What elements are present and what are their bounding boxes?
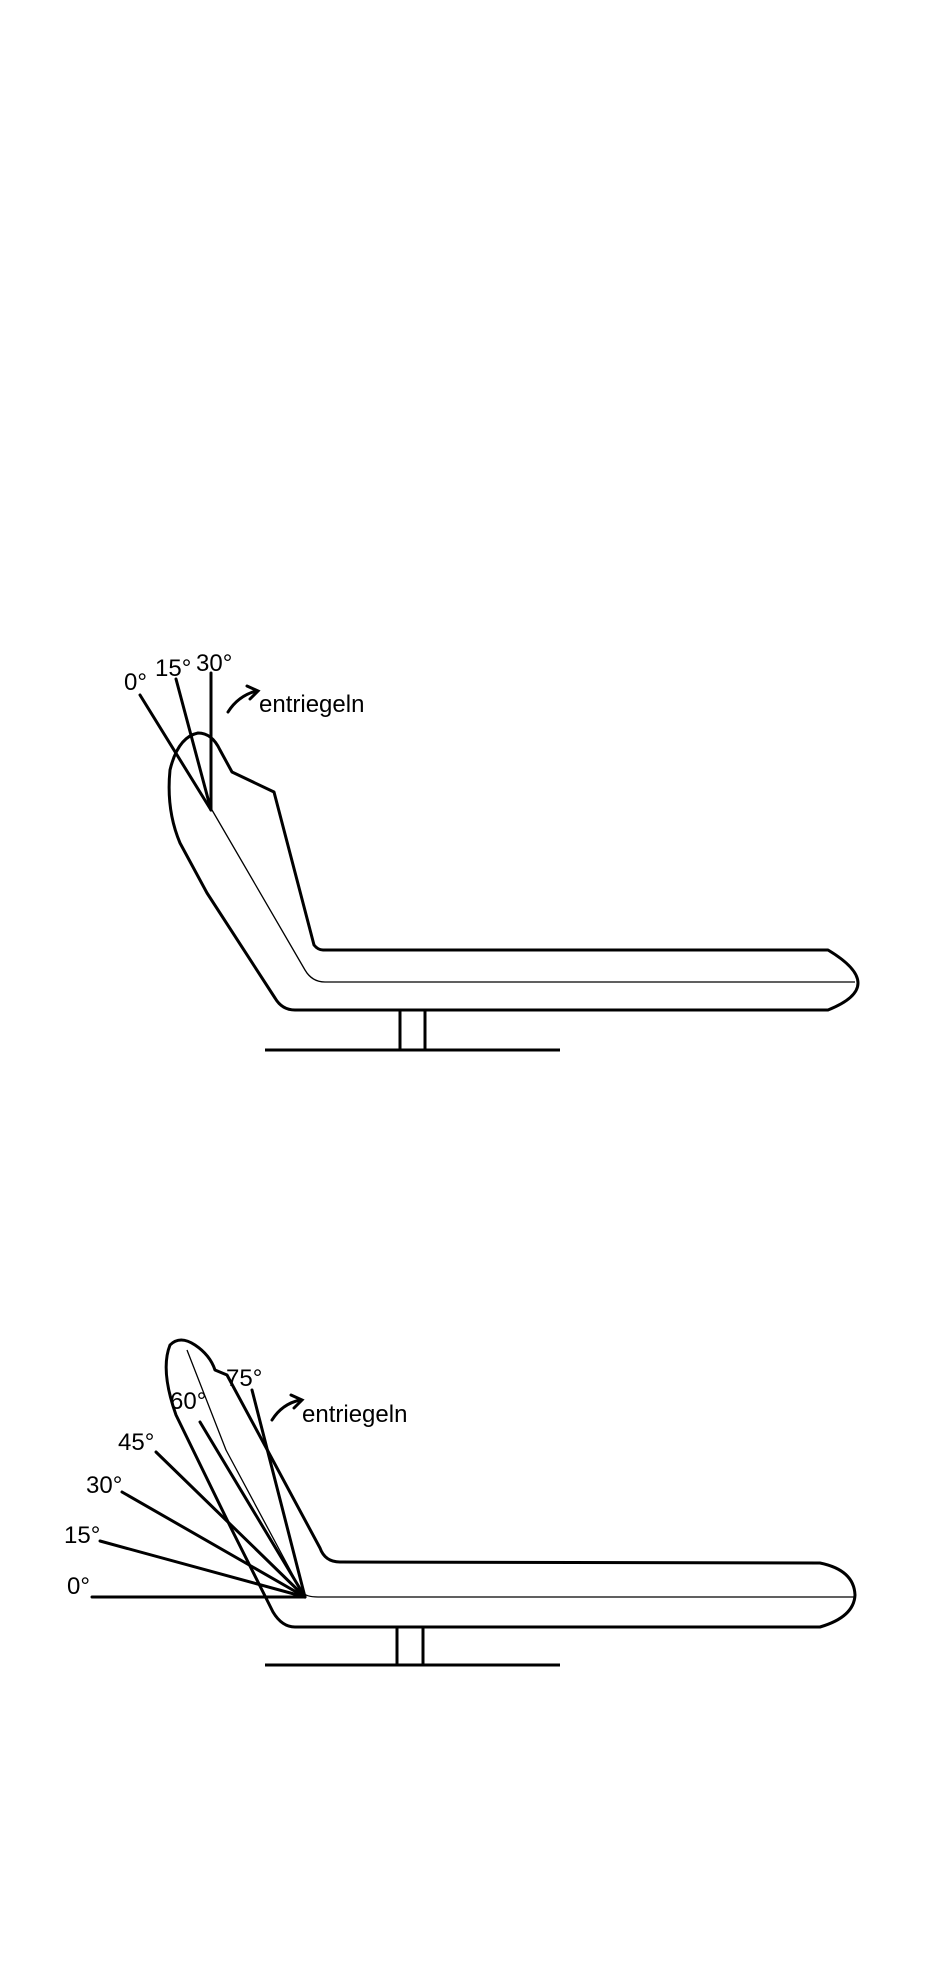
top-unlock-label: entriegeln	[259, 691, 364, 718]
bottom-angle-label-45: 45°	[118, 1429, 154, 1456]
bottom-ray-75	[252, 1390, 305, 1597]
bottom-unlock-label: entriegeln	[302, 1401, 407, 1428]
top-angle-label-30: 30°	[196, 650, 232, 677]
bottom-headrest-outline	[166, 1340, 855, 1627]
bottom-angle-label-15: 15°	[64, 1522, 100, 1549]
bottom-inner-fold-line	[187, 1350, 855, 1597]
top-lounger-diagram: 0° 15° 30° entriegeln	[124, 650, 858, 1050]
bottom-angle-label-75: 75°	[226, 1365, 262, 1392]
bottom-angle-label-0: 0°	[67, 1573, 90, 1600]
bottom-angle-label-60: 60°	[170, 1388, 206, 1415]
bottom-angle-label-30: 30°	[86, 1472, 122, 1499]
top-ray-0	[140, 695, 211, 810]
bottom-lounger-diagram: 0° 15° 30° 45° 60° 75° entriegeln	[64, 1340, 855, 1665]
top-angle-label-15: 15°	[155, 655, 191, 682]
top-angle-label-0: 0°	[124, 669, 147, 696]
top-headrest-outline	[169, 733, 858, 1010]
bottom-unlock-arrow-icon	[272, 1400, 300, 1420]
top-unlock-arrow-icon	[228, 691, 256, 712]
top-inner-fold-line	[212, 810, 855, 982]
